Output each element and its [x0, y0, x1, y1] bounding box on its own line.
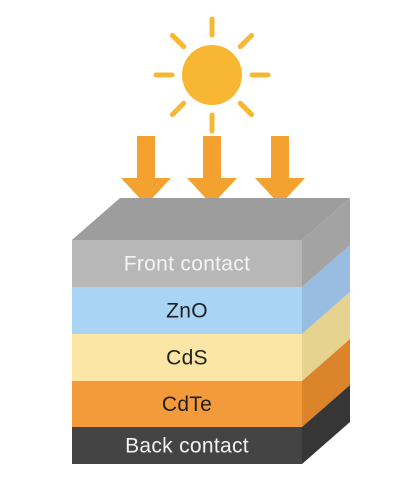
layer-front-face [72, 334, 302, 381]
layer-front-face [72, 381, 302, 427]
layer-label: CdTe [162, 393, 212, 416]
layer-label: Front contact [124, 253, 250, 276]
layer-front-face [72, 287, 302, 334]
sun-ray [169, 32, 187, 50]
light-arrows [121, 136, 305, 205]
sun-icon [153, 16, 271, 134]
stack-top-face [72, 198, 350, 240]
layer-side-face [302, 339, 350, 427]
layer-label: CdS [166, 347, 208, 370]
layer-side-face [302, 292, 350, 381]
sun-ray [237, 32, 255, 50]
sun-ray [237, 100, 255, 118]
layer-label: ZnO [166, 300, 208, 323]
layer-label: Back contact [125, 435, 249, 458]
layer-front-face [72, 240, 302, 287]
layer-side-face [302, 385, 350, 464]
down-arrow-icon [187, 136, 237, 205]
sun-ray [169, 100, 187, 118]
down-arrow-icon [121, 136, 171, 205]
layer-front-face [72, 427, 302, 464]
layer-side-face [302, 245, 350, 334]
layer-side-face [302, 198, 350, 287]
down-arrow-icon [255, 136, 305, 205]
